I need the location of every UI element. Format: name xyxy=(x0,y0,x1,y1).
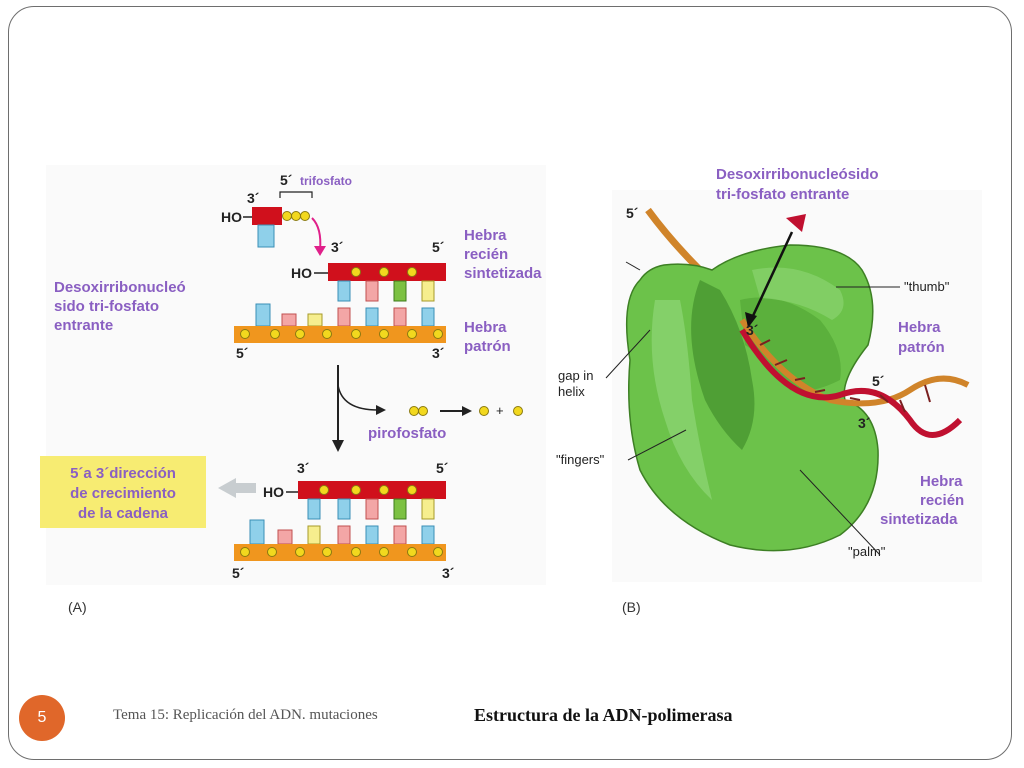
hebra-recien-label-2: recién xyxy=(464,246,508,263)
three-prime-b-right: 3´ xyxy=(858,415,871,431)
svg-text:5´: 5´ xyxy=(432,239,445,255)
hebra-recien-label-1: Hebra xyxy=(464,227,507,244)
new-strand-bottom xyxy=(298,481,446,499)
panel-b: Desoxirribonucleósido tri-fosfato entran… xyxy=(556,166,982,615)
fingers-label: "fingers" xyxy=(556,452,605,467)
svg-text:de crecimiento: de crecimiento xyxy=(70,485,176,502)
gap-label-2: helix xyxy=(558,384,585,399)
panel-b-letter: (B) xyxy=(622,599,641,615)
five-prime-b-right: 5´ xyxy=(872,373,885,389)
desoxi-label-a-1: Desoxirribonucleó xyxy=(54,279,186,296)
hebra-patron-b-2: patrón xyxy=(898,339,945,356)
desoxi-label-a-2: sido tri-fosfato xyxy=(54,298,159,315)
hebra-recien-b-2: recién xyxy=(920,492,964,509)
svg-text:HO: HO xyxy=(263,484,284,500)
thumb-label: "thumb" xyxy=(904,279,950,294)
page-number-badge: 5 xyxy=(19,695,65,741)
svg-text:3´: 3´ xyxy=(432,345,445,361)
desoxi-label-b-2: tri-fosfato entrante xyxy=(716,186,849,203)
incoming-nucleotide: 3´ HO 5´ trifosfato xyxy=(221,172,352,256)
svg-text:HO: HO xyxy=(291,265,312,281)
trifosfato-label: trifosfato xyxy=(300,174,352,188)
panel-a-letter: (A) xyxy=(68,599,87,615)
hebra-recien-b-1: Hebra xyxy=(920,473,963,490)
svg-text:3´: 3´ xyxy=(297,460,310,476)
svg-text:5´: 5´ xyxy=(236,345,249,361)
svg-text:3´: 3´ xyxy=(331,239,344,255)
slide-title: Estructura de la ADN-polimerasa xyxy=(474,705,733,725)
top-duplex: 3´ 5´ HO xyxy=(234,239,446,361)
palm-label: "palm" xyxy=(848,544,886,559)
incoming-arrow-b xyxy=(750,231,794,319)
incoming-ho-label: HO xyxy=(221,209,242,225)
hebra-patron-label-2: patrón xyxy=(464,338,511,355)
hebra-recien-label-3: sintetizada xyxy=(464,265,542,282)
template-strand-top xyxy=(234,326,446,343)
incoming-nucleotide-b xyxy=(786,214,806,232)
five-prime-b-top: 5´ xyxy=(626,205,639,221)
pirofosfato-label: pirofosfato xyxy=(368,425,446,442)
direction-arrow xyxy=(218,478,256,498)
svg-text:5´a 3´dirección: 5´a 3´dirección xyxy=(70,465,176,482)
desoxi-label-a-3: entrante xyxy=(54,317,113,334)
svg-text:de la cadena: de la cadena xyxy=(78,505,169,522)
reaction-arrow: + pirofosfato xyxy=(332,365,523,452)
footer-course-text: Tema 15: Replicación del ADN. mutaciones xyxy=(113,707,378,723)
incoming-sugar xyxy=(252,207,282,225)
incoming-5prime-label: 5´ xyxy=(280,172,293,188)
svg-text:+: + xyxy=(496,403,504,418)
bottom-duplex: 3´ 5´ HO xyxy=(232,460,455,581)
desoxi-label-b-1: Desoxirribonucleósido xyxy=(716,166,879,183)
polymerase-body xyxy=(625,244,879,552)
svg-text:5´: 5´ xyxy=(232,565,245,581)
hebra-recien-b-3: sintetizada xyxy=(880,511,958,528)
incoming-base xyxy=(257,224,275,248)
dna-helix xyxy=(739,318,970,438)
hebra-patron-b-1: Hebra xyxy=(898,319,941,336)
incoming-3prime-label: 3´ xyxy=(247,190,260,206)
svg-text:5´: 5´ xyxy=(436,460,449,476)
gap-label-1: gap in xyxy=(558,368,593,383)
svg-text:3´: 3´ xyxy=(442,565,455,581)
three-prime-b-mid: 3´ xyxy=(746,322,759,338)
hebra-patron-label-1: Hebra xyxy=(464,319,507,336)
panel-a: 3´ HO 5´ trifosfato 3´ 5´ HO xyxy=(40,165,546,615)
slide-frame xyxy=(8,6,1012,760)
template-strand-bottom xyxy=(234,544,446,561)
direction-box: 5´a 3´dirección de crecimiento de la cad… xyxy=(40,456,256,528)
